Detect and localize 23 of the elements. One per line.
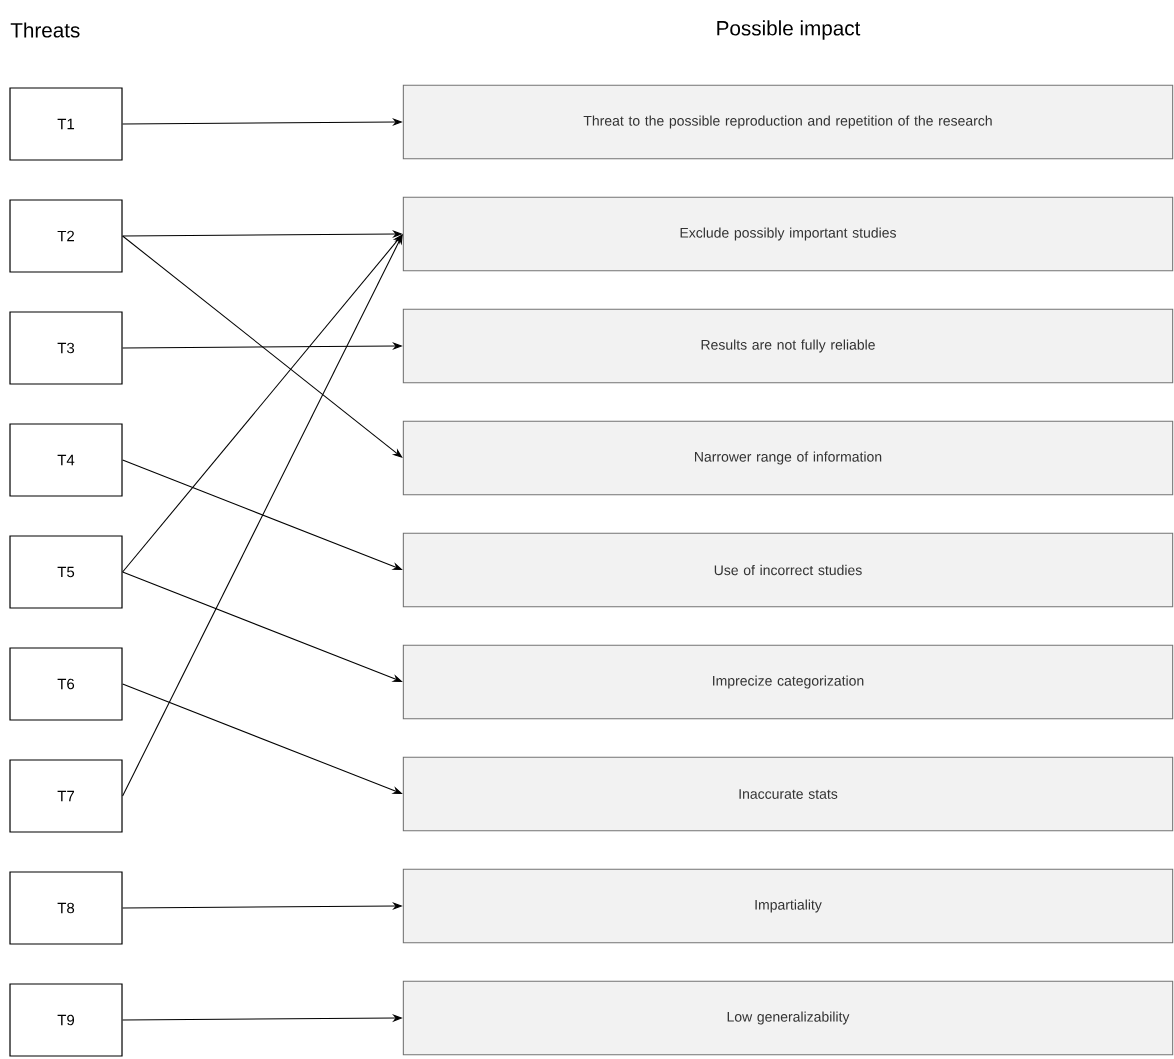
impact-box: Threat to the possible reproduction and repetition of the research xyxy=(402,84,1174,160)
impact-box: Imprecize categorization xyxy=(402,644,1174,720)
threat-box: T2 xyxy=(9,199,123,273)
impact-box: Inaccurate stats xyxy=(402,756,1174,832)
impact-box: Exclude possibly important studies xyxy=(402,196,1174,272)
impact-box: Use of incorrect studies xyxy=(402,532,1174,608)
column-heading: Threats xyxy=(10,22,80,38)
impact-box: Low generalizability xyxy=(402,980,1174,1056)
impact-box: Narrower range of information xyxy=(402,420,1174,496)
arrow xyxy=(122,235,403,458)
threat-box: T9 xyxy=(9,983,123,1057)
threat-box: T8 xyxy=(9,871,123,945)
impact-box: Impartiality xyxy=(402,868,1174,944)
column-heading: Possible impact xyxy=(717,20,861,40)
threat-box: T3 xyxy=(9,311,123,385)
arrow xyxy=(122,234,403,797)
impact-box: Results are not fully reliable xyxy=(402,308,1174,384)
threat-box: T4 xyxy=(9,423,123,497)
threat-box: T7 xyxy=(9,759,123,833)
threat-box: T5 xyxy=(9,535,123,609)
threat-box: T6 xyxy=(9,647,123,721)
threat-box: T1 xyxy=(9,87,123,161)
arrow xyxy=(122,234,403,573)
